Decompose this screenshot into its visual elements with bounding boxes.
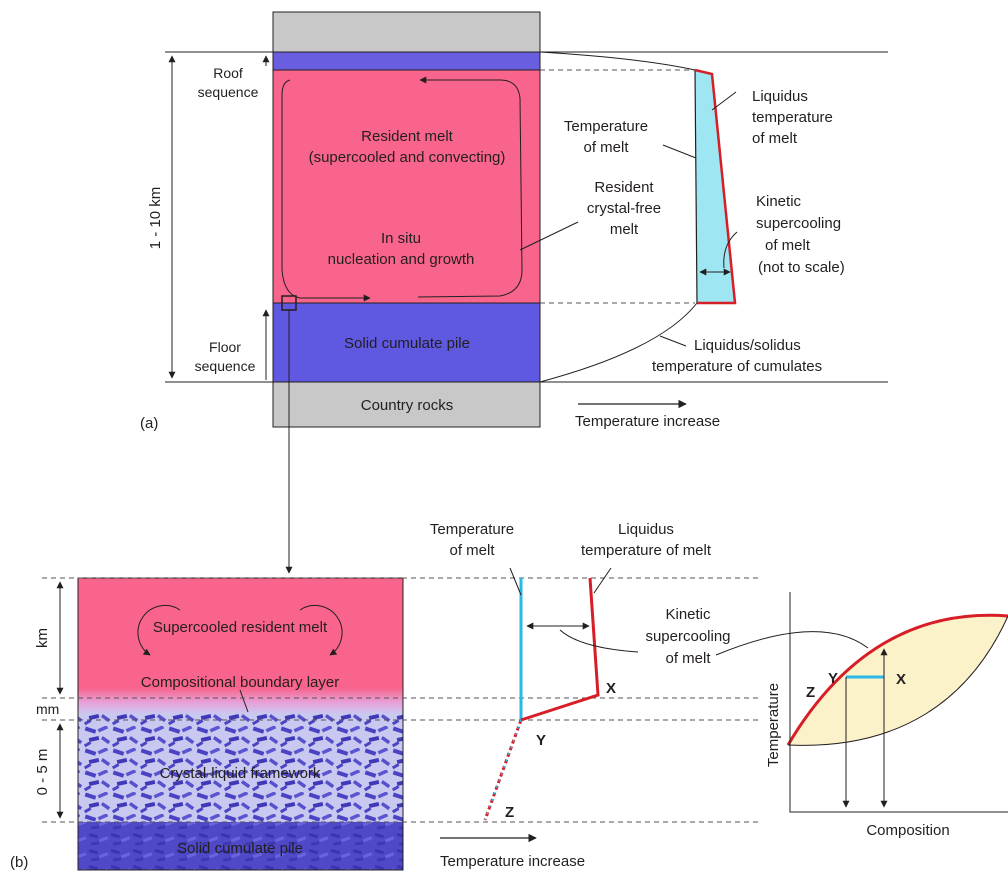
floor-sequence-label-2: sequence bbox=[195, 358, 256, 374]
kinetic-label-a-4: (not to scale) bbox=[758, 259, 845, 276]
convection-cell-right bbox=[299, 604, 343, 656]
liquidus-leader bbox=[711, 91, 737, 111]
convection-arrow-right bbox=[417, 76, 523, 298]
kinetic-label-a-2: supercooling bbox=[756, 215, 841, 232]
kinetic-leader bbox=[723, 231, 738, 269]
roof-sequence-label-1: Roof bbox=[213, 65, 243, 81]
framework-label: Crystal-liquid framework bbox=[160, 765, 321, 782]
boundary-layer-leader bbox=[239, 689, 249, 713]
point-x-b: X bbox=[606, 680, 616, 697]
solidus-curve bbox=[787, 615, 1008, 746]
boundary-layer-label: Compositional boundary layer bbox=[141, 674, 339, 691]
temp-of-melt-label-a-1: Temperature bbox=[564, 118, 648, 135]
panel-b-label: (b) bbox=[10, 854, 28, 871]
phase-ylabel: Temperature bbox=[765, 683, 782, 767]
supercooled-melt-region bbox=[78, 578, 403, 688]
in-situ-label-2: nucleation and growth bbox=[328, 251, 475, 268]
liquidus-label-b-2: temperature of melt bbox=[581, 542, 712, 559]
mm-label: mm bbox=[36, 701, 59, 717]
resident-melt-label-2: (supercooled and convecting) bbox=[309, 149, 506, 166]
roof-sequence-label-2: sequence bbox=[198, 84, 259, 100]
solid-cumulate-label-a: Solid cumulate pile bbox=[344, 335, 470, 352]
country-rock-bottom bbox=[272, 381, 541, 428]
temp-of-melt-label-b-1: Temperature bbox=[430, 521, 514, 538]
cumulate-leader bbox=[659, 335, 687, 347]
in-situ-label-1: In situ bbox=[381, 230, 421, 247]
kinetic-label-a-1: Kinetic bbox=[756, 193, 802, 210]
phase-diagram: Y X Z Temperature Composition bbox=[715, 592, 1008, 839]
supercooling-zone bbox=[695, 70, 735, 303]
liquidus-line-b bbox=[520, 577, 600, 722]
country-rock-top bbox=[272, 11, 541, 53]
liquidus-label-b-1: Liquidus bbox=[618, 521, 674, 538]
liquidus-melt-label-3: of melt bbox=[752, 130, 798, 147]
crystal-framework-region bbox=[78, 714, 403, 822]
liquidus-melt-label-1: Liquidus bbox=[752, 88, 808, 105]
depth-scale-label: 1 - 10 km bbox=[147, 187, 164, 250]
country-rocks-label: Country rocks bbox=[361, 397, 454, 414]
cumulate-line-b-red bbox=[483, 719, 523, 821]
point-y-phase: Y bbox=[828, 670, 838, 687]
kinetic-leader-b bbox=[559, 629, 639, 653]
solid-cumulate-region-b bbox=[78, 822, 403, 870]
crystal-free-label-2: crystal-free bbox=[587, 200, 661, 217]
km-label: km bbox=[34, 628, 51, 648]
liquidus-solidus-label-2: temperature of cumulates bbox=[652, 358, 822, 375]
temp-of-melt-label-a-2: of melt bbox=[583, 139, 629, 156]
crystal-free-label-1: Resident bbox=[594, 179, 654, 196]
melt-temp-leader-b bbox=[509, 567, 522, 596]
liquidus-line bbox=[694, 68, 737, 305]
kinetic-label-a-3: of melt bbox=[765, 237, 811, 254]
kinetic-label-b-1: Kinetic bbox=[665, 606, 711, 623]
kinetic-leader-phase bbox=[715, 631, 869, 656]
cumulate-line-b-cyan bbox=[484, 719, 522, 821]
melt-temperature-line bbox=[694, 69, 698, 304]
two-phase-field bbox=[788, 615, 1008, 746]
liquidus-melt-label-2: temperature bbox=[752, 109, 833, 126]
crystal-free-label-3: melt bbox=[610, 221, 639, 238]
point-z-phase: Z bbox=[806, 684, 815, 701]
liquidus-curve bbox=[786, 613, 1008, 746]
temp-of-melt-label-b-2: of melt bbox=[449, 542, 495, 559]
convection-cell-left bbox=[137, 604, 181, 656]
panel-a-label: (a) bbox=[140, 415, 158, 432]
m-label: 0 - 5 m bbox=[34, 749, 51, 796]
liquidus-leader-b bbox=[593, 567, 612, 594]
kinetic-label-b-2: supercooling bbox=[645, 628, 730, 645]
temp-increase-label-b: Temperature increase bbox=[440, 853, 585, 870]
resident-melt-label-1: Resident melt bbox=[361, 128, 454, 145]
cumulate-temperature-curve bbox=[539, 302, 698, 383]
roof-temperature-curve bbox=[539, 51, 696, 71]
point-z-b: Z bbox=[505, 804, 514, 821]
floor-sequence-label-1: Floor bbox=[209, 339, 241, 355]
resident-melt-region bbox=[272, 69, 541, 304]
phase-xlabel: Composition bbox=[866, 822, 949, 839]
panel-b: (b) km mm 0 - 5 m Supercooled resident m… bbox=[10, 521, 760, 871]
phase-axes bbox=[789, 592, 1008, 813]
melt-temp-leader bbox=[662, 144, 697, 159]
panel-a: (a) 1 - 10 km Roof sequence Floor sequen… bbox=[140, 11, 888, 574]
roof-sequence-band bbox=[272, 51, 541, 71]
kinetic-label-b-3: of melt bbox=[665, 650, 711, 667]
liquidus-solidus-label-1: Liquidus/solidus bbox=[694, 337, 801, 354]
solid-cumulate-region bbox=[272, 302, 541, 383]
point-x-phase: X bbox=[896, 671, 906, 688]
solid-cumulate-label-b: Solid cumulate pile bbox=[177, 840, 303, 857]
crystal-free-leader bbox=[519, 221, 579, 251]
temp-increase-label-a: Temperature increase bbox=[575, 413, 720, 430]
point-y-b: Y bbox=[536, 732, 546, 749]
supercooled-melt-label: Supercooled resident melt bbox=[153, 619, 328, 636]
